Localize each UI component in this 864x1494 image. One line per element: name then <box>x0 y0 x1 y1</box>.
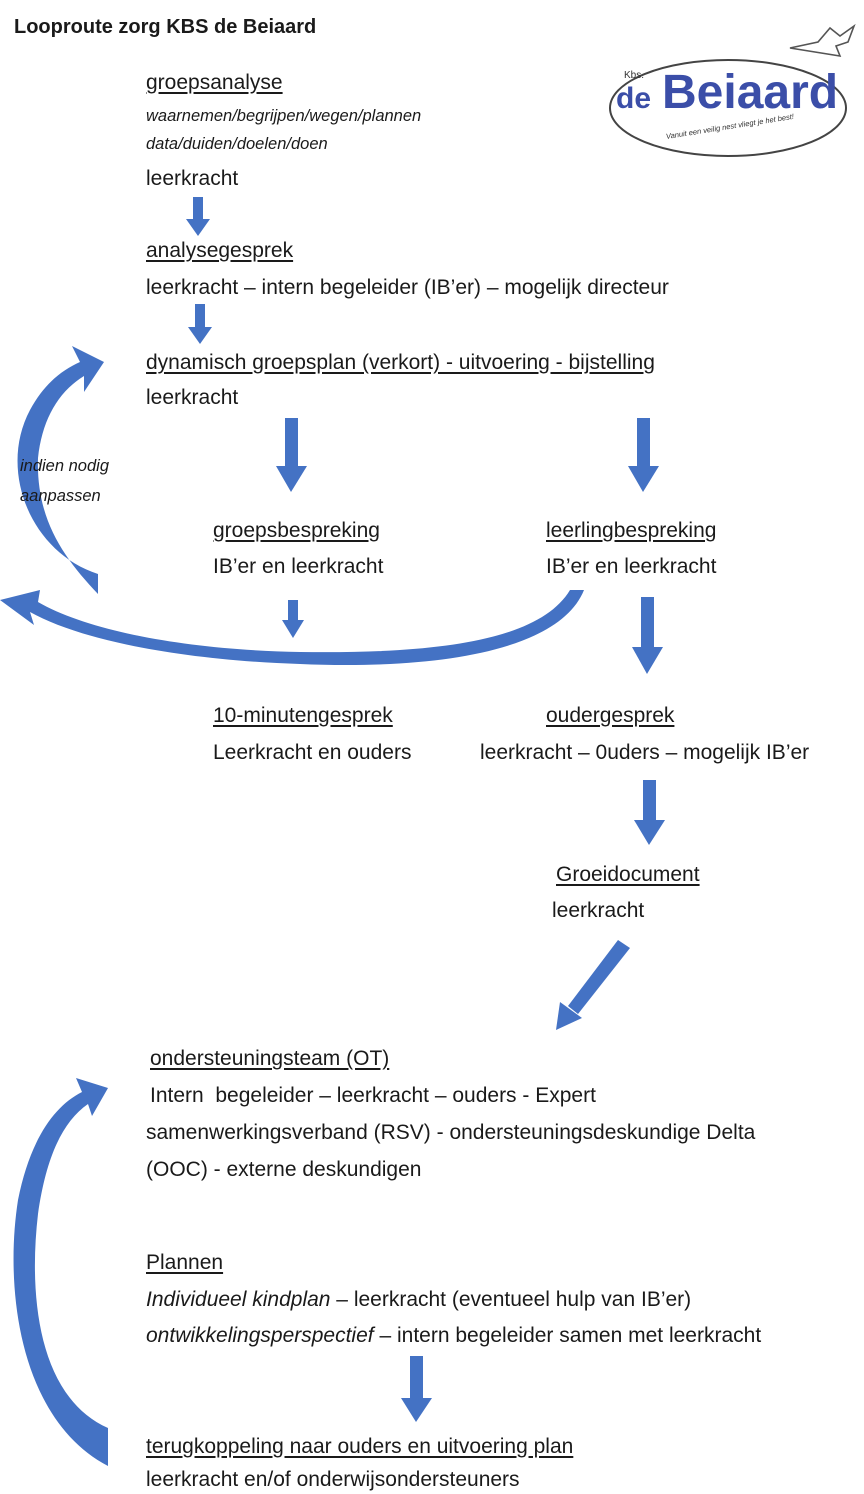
step-ot-line3: (OOC) - externe deskundigen <box>146 1158 422 1181</box>
step-ot-heading: ondersteuningsteam (OT) <box>150 1047 390 1070</box>
loop-label-line1: indien nodig <box>20 457 109 475</box>
logo-kbs: Kbs. <box>624 70 645 81</box>
arrow-oudergesprek-to-groeidocument <box>634 780 665 845</box>
arrow-leerlingbespreking-to-oudergesprek <box>632 597 663 674</box>
step-plannen-line1: Individueel kindplan – leerkracht (event… <box>146 1287 691 1313</box>
arrow-groeidocument-to-ot <box>556 940 630 1030</box>
logo-de: de <box>616 82 652 115</box>
step-plannen-line2: ontwikkelingsperspectief – intern begele… <box>146 1323 761 1349</box>
arrow-groepsbespreking-to-10min <box>282 600 304 638</box>
step-terugkoppeling-heading: terugkoppeling naar ouders en uitvoering… <box>146 1435 574 1458</box>
loop-arrow-lower <box>13 1078 108 1466</box>
step-leerlingbespreking-who: IB’er en leerkracht <box>546 555 717 578</box>
ontwikkelingsperspectief-detail: – intern begeleider samen met leerkracht <box>373 1324 762 1347</box>
logo-graphic <box>609 23 856 157</box>
step-oudergesprek-heading: oudergesprek <box>546 704 675 727</box>
step-ot-line1: Intern begeleider – leerkracht – ouders … <box>150 1084 596 1107</box>
step-groeidocument-who: leerkracht <box>552 899 645 922</box>
step-groepsplan-who: leerkracht <box>146 386 239 409</box>
step-analysegesprek-who: leerkracht – intern begeleider (IB’er) –… <box>146 276 669 299</box>
arrow-groepsplan-to-groepsbespreking <box>276 418 307 492</box>
arrow-plannen-to-terugkoppeling <box>401 1356 432 1422</box>
step-groepsanalyse-heading: groepsanalyse <box>146 71 283 94</box>
loop-label-line2: aanpassen <box>20 487 101 505</box>
step-oudergesprek-who: leerkracht – 0uders – mogelijk IB’er <box>480 741 810 764</box>
step-groeidocument-heading: Groeidocument <box>556 863 700 886</box>
step-terugkoppeling-who: leerkracht en/of onderwijsondersteuners <box>146 1468 520 1491</box>
sweep-arrow-left <box>0 590 584 666</box>
step-plannen-heading: Plannen <box>146 1251 224 1274</box>
step-tienminuten-heading: 10-minutengesprek <box>213 704 393 727</box>
page-title: Looproute zorg KBS de Beiaard <box>14 16 317 38</box>
individueel-kindplan-detail: – leerkracht (eventueel hulp van IB’er) <box>330 1288 692 1311</box>
loop-arrow-upper <box>17 346 104 594</box>
step-groepsanalyse-line2: data/duiden/doelen/doen <box>146 135 328 153</box>
arrow-analysegesprek-to-groepsplan <box>188 304 212 344</box>
step-groepsanalyse-line1: waarnemen/begrijpen/wegen/plannen <box>146 107 422 125</box>
step-analysegesprek-heading: analysegesprek <box>146 239 294 262</box>
logo-ellipse <box>609 59 847 157</box>
step-tienminuten-who: Leerkracht en ouders <box>213 741 412 764</box>
logo-name: Beiaard <box>662 66 839 119</box>
ontwikkelingsperspectief-label: ontwikkelingsperspectief <box>146 1324 374 1347</box>
individueel-kindplan-label: Individueel kindplan <box>146 1288 331 1311</box>
step-groepsbespreking-who: IB’er en leerkracht <box>213 555 384 578</box>
arrow-groepsanalyse-to-analysegesprek <box>186 197 210 236</box>
school-logo: Kbs. de Beiaard Vanuit een veilig nest v… <box>604 20 862 160</box>
step-groepsplan-heading: dynamisch groepsplan (verkort) - uitvoer… <box>146 351 655 374</box>
step-groepsanalyse-who: leerkracht <box>146 167 239 190</box>
step-ot-line2: samenwerkingsverband (RSV) - ondersteuni… <box>146 1121 756 1144</box>
bird-icon <box>789 23 856 58</box>
step-leerlingbespreking-heading: leerlingbespreking <box>546 519 717 542</box>
arrow-groepsplan-to-leerlingbespreking <box>628 418 659 492</box>
step-groepsbespreking-heading: groepsbespreking <box>213 519 380 542</box>
